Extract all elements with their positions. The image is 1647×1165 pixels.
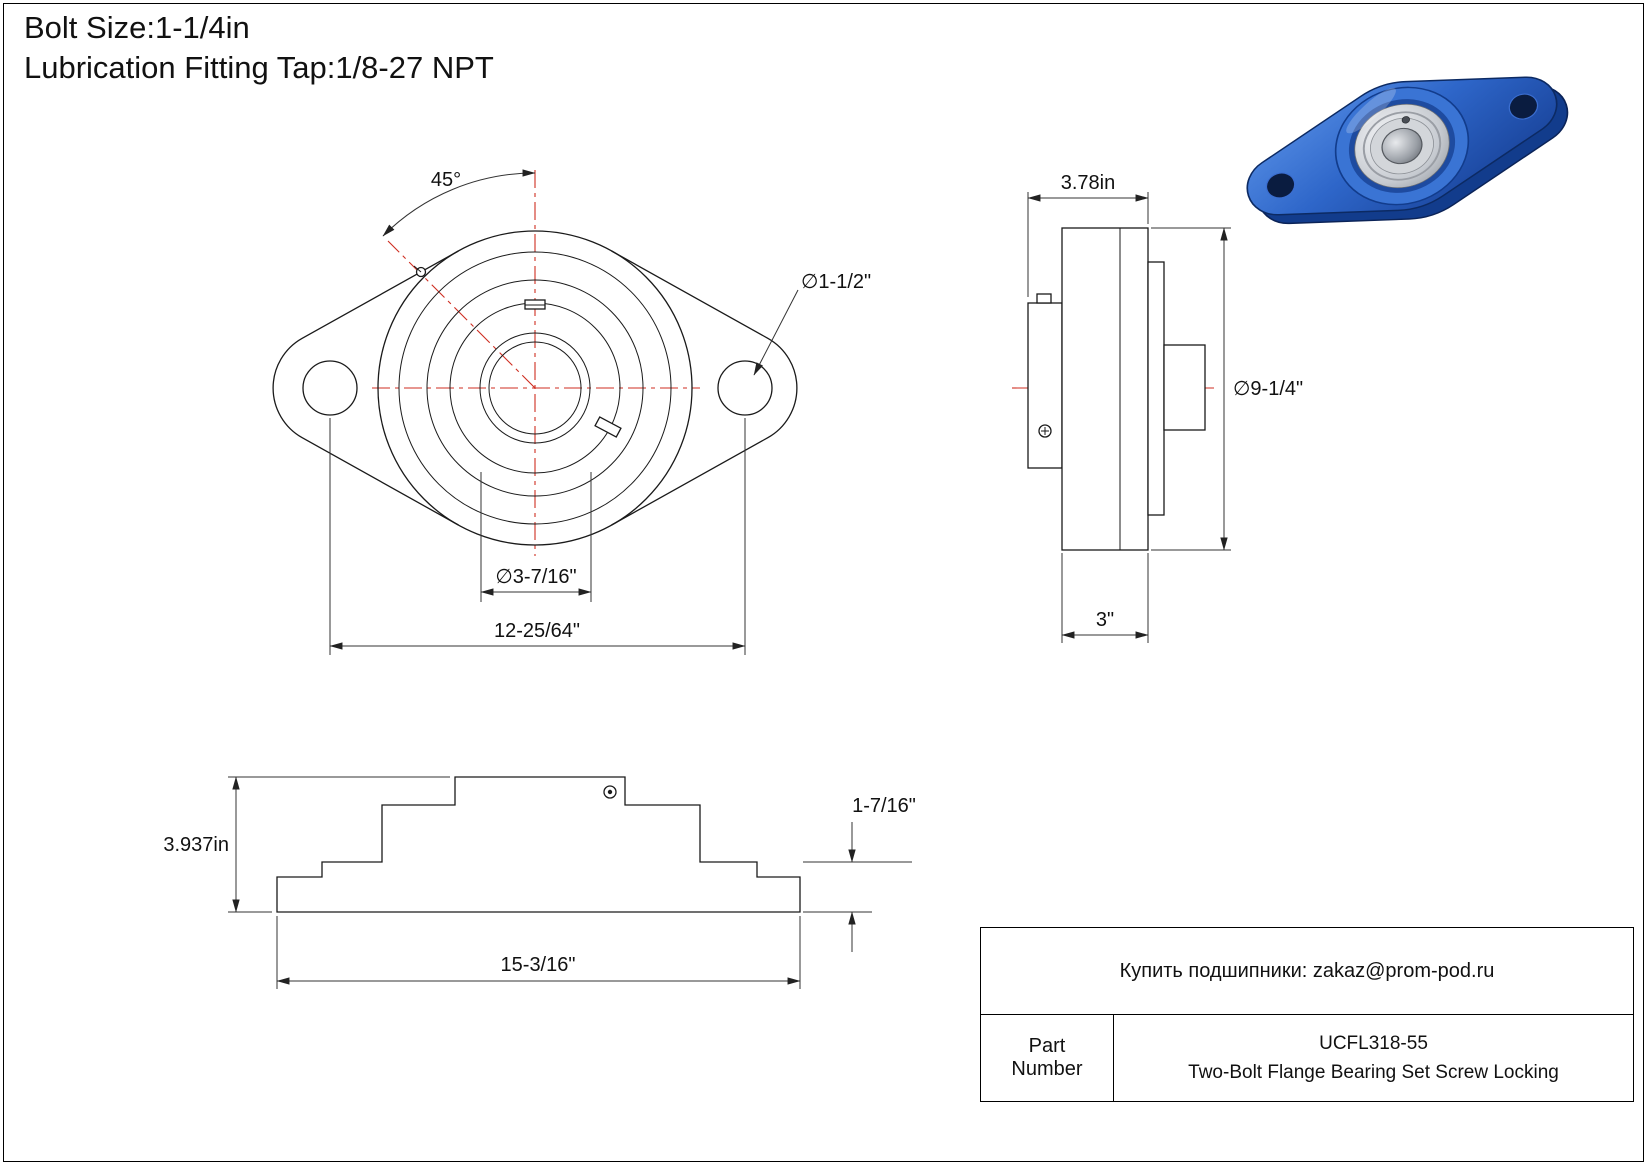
bolt-size-text: Bolt Size:1-1/4in [24,10,250,45]
render-bore [1381,127,1423,165]
front-centerlines [372,170,700,556]
render-bolt-hole-left [1265,172,1296,199]
header-note: Bolt Size:1-1/4in Lubrication Fitting Ta… [24,8,494,88]
dim-side-width: 3.78in [1061,172,1116,194]
render-bolt-hole-right [1508,93,1539,120]
dim-overall-height: 3.937in [163,834,229,856]
dim-flange-thickness: 1-7/16" [852,795,916,817]
title-block: Купить подшипники: zakaz@prom-pod.ru Par… [980,927,1634,1102]
housing-step-side [1147,261,1165,516]
contact-row: Купить подшипники: zakaz@prom-pod.ru [981,928,1633,1015]
dim-base-width: 3" [1096,609,1114,631]
front-view: 45° ∅1-1/2" ∅3-7/16" 12-25/64" [272,169,871,655]
hub-side [1163,344,1206,431]
set-screw-collar [1038,424,1052,438]
dim-bolt-spacing: 12-25/64" [494,620,580,642]
collar-side [1027,302,1063,469]
flange-plate-side [1061,227,1149,551]
lubrication-text: Lubrication Fitting Tap:1/8-27 NPT [24,50,494,85]
dim-bore-dia: ∅3-7/16" [495,566,576,588]
contact-email-text: Купить подшипники: zakaz@prom-pod.ru [1119,959,1495,982]
dim-overall-length: 15-3/16" [501,954,576,976]
dim-flange-od: ∅9-1/4" [1233,378,1303,400]
part-row: Part Number UCFL318-55 Two-Bolt Flange B… [981,1015,1633,1101]
part-info-cell: UCFL318-55 Two-Bolt Flange Bearing Set S… [1114,1015,1633,1101]
bottom-view: 3.937in 1-7/16" 15-3/16" [163,776,916,989]
dim-bolt-hole-dia: ∅1-1/2" [801,271,871,293]
bearing-3d-render [1246,76,1569,225]
set-screw-bottom [603,785,617,799]
dim-angle: 45° [431,169,461,191]
set-screw-top-side [1036,293,1052,304]
set-screw-top [524,299,546,310]
part-number-value: UCFL318-55 [1319,1032,1428,1054]
bolt-hole-right [717,360,773,416]
side-view: 3.78in ∅9-1/4" 3" [1012,172,1303,643]
grease-fitting [413,265,427,278]
bolt-hole-left [302,360,358,416]
set-screw-angled [594,416,622,438]
part-description: Two-Bolt Flange Bearing Set Screw Lockin… [1188,1061,1559,1083]
part-number-label: Part Number [981,1015,1114,1101]
render-set-screw [1401,116,1410,124]
